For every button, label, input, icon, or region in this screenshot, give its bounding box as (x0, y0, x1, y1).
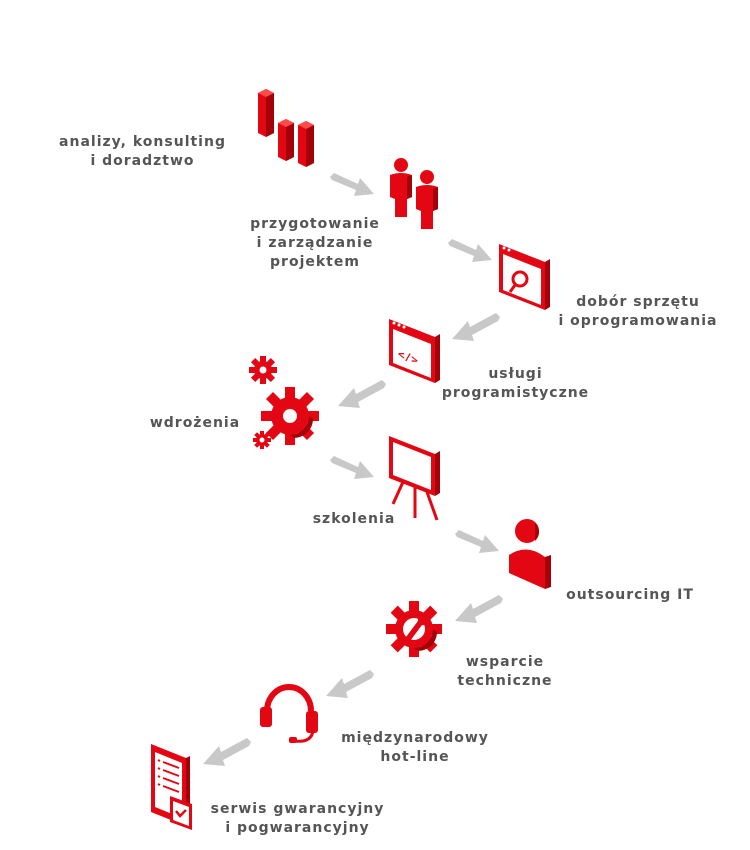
arrow-down-right-icon (330, 173, 374, 196)
arrow-down-right-icon (448, 239, 492, 262)
gear-wrench-icon (386, 601, 442, 657)
arrow-down-left-icon (455, 595, 503, 623)
arrow-down-right-icon (330, 456, 374, 479)
step-label-wsparcie: wsparcie techniczne (457, 654, 553, 689)
step-label-hotline: międzynarodowy hot-line (341, 730, 489, 765)
user-icon (509, 519, 551, 589)
checklist-icon (151, 744, 192, 830)
code-window-icon: </> (389, 319, 440, 383)
step-label-przygotowanie: przygotowanie i zarządzanie projektem (250, 216, 380, 270)
arrow-down-left-icon (326, 670, 374, 698)
gears-icon (249, 356, 319, 449)
step-label-szkolenia: szkolenia (312, 511, 396, 527)
step-label-wdrozenia: wdrożenia (149, 415, 241, 431)
headset-icon (260, 684, 318, 743)
step-label-dobor: dobór sprzętu i oprogramowania (558, 294, 718, 329)
arrow-down-right-icon (455, 530, 499, 553)
step-label-analizy: analizy, konsulting i doradztwo (59, 134, 226, 169)
step-label-uslugi: usługi programistyczne (441, 366, 590, 401)
team-icon (390, 158, 438, 229)
step-label-outsourcing: outsourcing IT (566, 587, 694, 603)
arrow-down-left-icon (203, 738, 251, 766)
browser-search-icon (499, 244, 550, 310)
step-label-serwis: serwis gwarancyjny i pogwarancyjny (210, 801, 385, 836)
bar-chart-icon (258, 89, 314, 167)
presentation-easel-icon (389, 436, 440, 521)
arrow-down-left-icon (452, 313, 500, 341)
arrow-down-left-icon (338, 380, 386, 408)
